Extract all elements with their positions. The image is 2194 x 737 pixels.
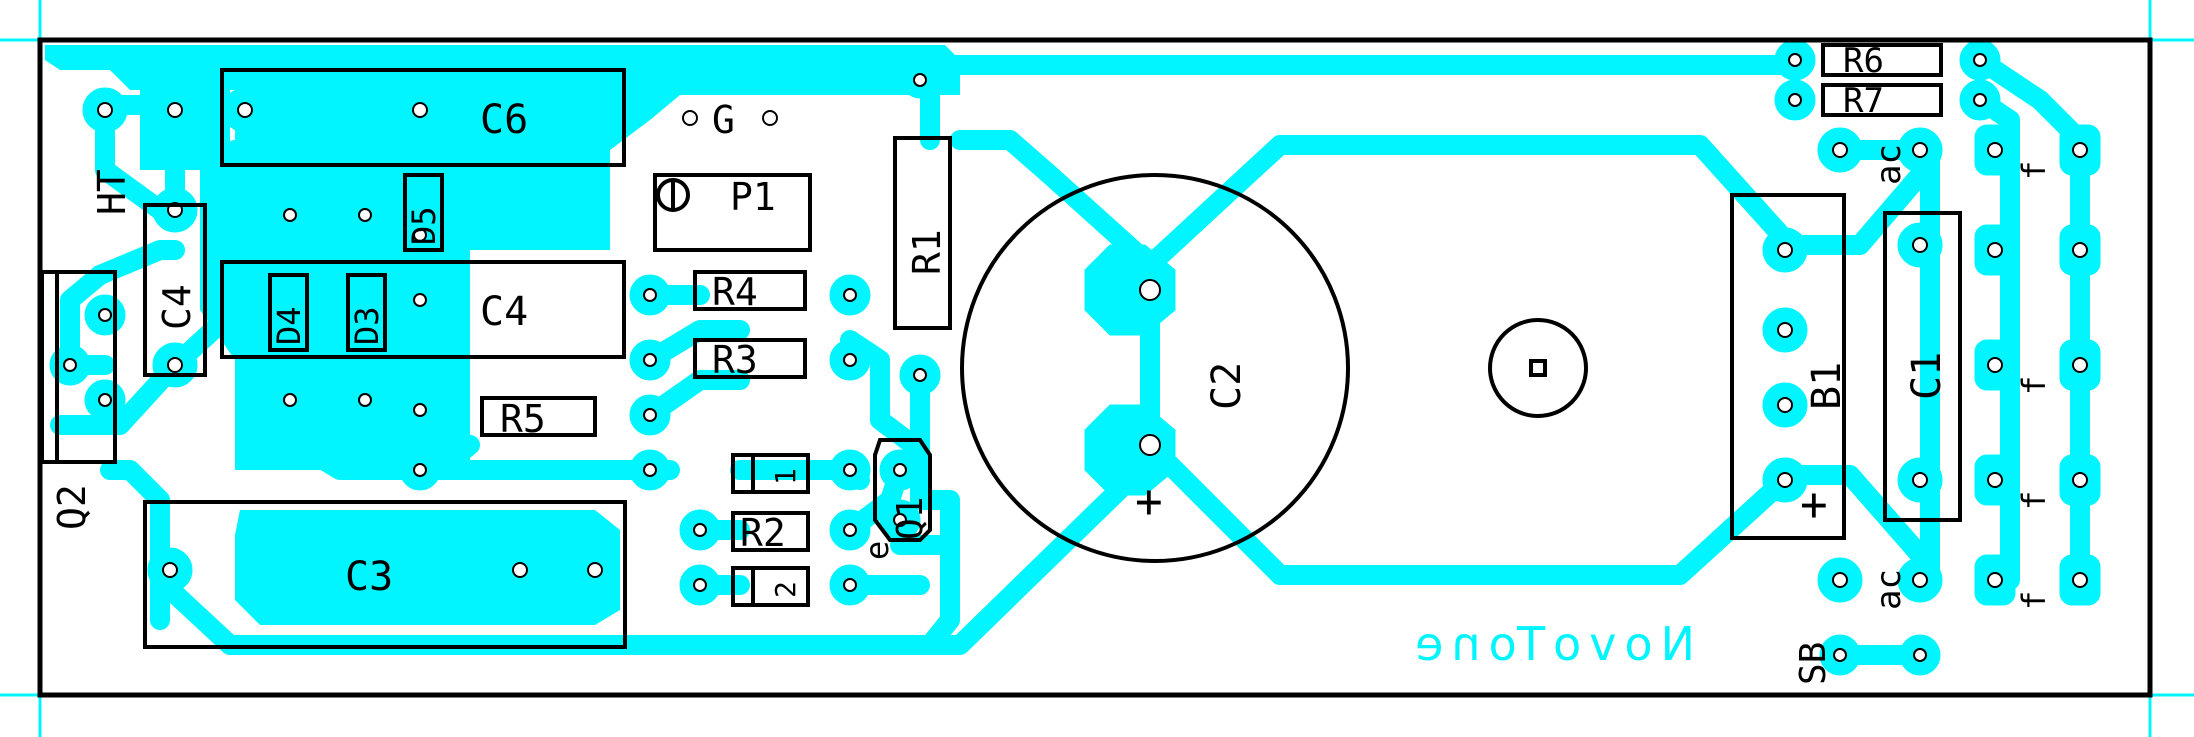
c2-pad-negative (1084, 244, 1176, 336)
label-ac-bottom: ac (1869, 569, 1909, 610)
d5-outline (403, 173, 444, 252)
r2-outline (731, 511, 810, 552)
label-f-2: f (2015, 376, 2053, 395)
label-f-4: f (2015, 591, 2053, 610)
drill-holes (63, 53, 2088, 662)
q2-outline (40, 270, 117, 464)
r5-outline (480, 396, 597, 437)
label-sb: SB (1793, 642, 1834, 685)
copper-layer (45, 39, 2101, 676)
r4-outline (693, 270, 807, 311)
d1-outline (731, 453, 810, 494)
label-q2: Q2 (50, 484, 94, 530)
c4-small-outline (143, 203, 207, 377)
d2-outline (731, 566, 810, 607)
q1-outline (873, 438, 932, 542)
mount-hole-outer (1488, 318, 1588, 418)
c1-outline (1883, 211, 1962, 522)
brand-text: NovoTone (1407, 617, 1695, 671)
d3-outline (346, 273, 387, 352)
label-f-1: f (2015, 161, 2053, 180)
label-r6: R6 (1843, 41, 1884, 81)
label-r3: R3 (712, 338, 758, 382)
label-r7: R7 (1843, 81, 1884, 121)
c6-outline (220, 68, 626, 167)
label-g: G (712, 98, 735, 142)
round-pads (49, 39, 2001, 676)
label-f-3: f (2015, 491, 2053, 510)
label-d5: D5 (405, 206, 443, 245)
r1-outline (893, 136, 952, 330)
label-b1: B1 (1804, 362, 1850, 410)
label-r5: R5 (500, 397, 546, 441)
label-d4: D4 (270, 306, 308, 345)
label-q1: Q1 (890, 497, 931, 540)
label-plus-b1: + (1800, 477, 1828, 531)
p1-outline (653, 173, 812, 252)
b1-outline (1730, 193, 1846, 540)
label-p1: P1 (730, 175, 776, 219)
copper-pour-c3 (235, 510, 620, 625)
r7-outline (1821, 83, 1943, 117)
label-c4-large: C4 (480, 289, 528, 335)
label-r1: R1 (905, 229, 949, 275)
r6-outline (1821, 43, 1943, 77)
c2-pad-positive (1084, 404, 1176, 496)
r3-outline (693, 338, 807, 379)
c3-outline (143, 500, 627, 649)
c2-outline (960, 173, 1350, 563)
label-ht: HT (90, 169, 134, 215)
silkscreen-labels: C6 C4 C4 C3 C2 C1 R1 R4 R3 R5 R2 R6 R7 D… (50, 41, 2053, 685)
label-r4: R4 (712, 270, 758, 314)
label-d3: D3 (348, 306, 386, 345)
label-q1-e: e (858, 541, 896, 560)
label-c3: C3 (345, 554, 393, 600)
c4-large-outline (220, 260, 626, 359)
label-diode-2: 2 (769, 581, 802, 598)
silkscreen-layer (40, 43, 1962, 649)
label-plus-c2: + (1135, 474, 1163, 528)
label-c2: C2 (1204, 362, 1250, 410)
d4-outline (268, 273, 309, 352)
label-ac-top: ac (1869, 144, 1909, 185)
label-c6: C6 (480, 97, 528, 143)
copper-pour-top (45, 45, 960, 470)
mount-hole-inner (1529, 359, 1547, 377)
label-diode-1: 1 (769, 468, 802, 485)
label-r2: R2 (740, 511, 786, 555)
label-c4-small: C4 (155, 284, 199, 330)
label-c1: C1 (1904, 352, 1950, 400)
